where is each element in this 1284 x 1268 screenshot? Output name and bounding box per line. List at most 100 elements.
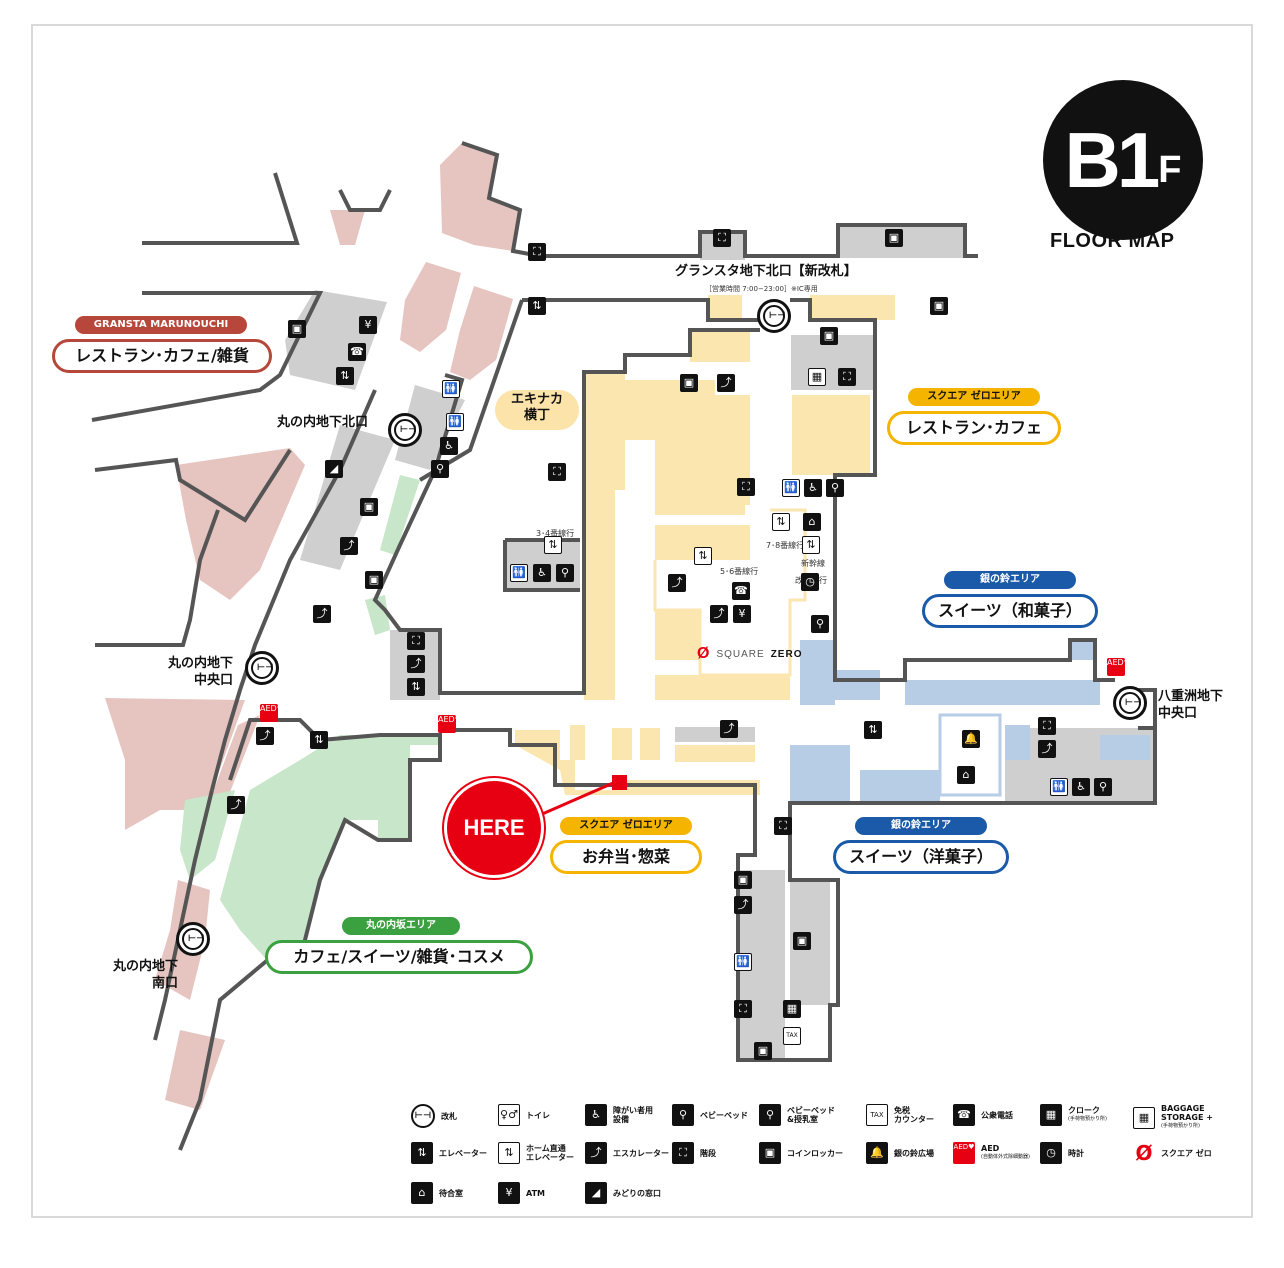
coin-locker-icon[interactable]: ▣ (734, 871, 752, 889)
stairs-icon[interactable]: ⛶ (1038, 717, 1056, 735)
square-zero-word1: SQUARE (716, 648, 765, 660)
waiting-room-icon[interactable]: ⌂ (803, 513, 821, 531)
ticket-gate-icon-marunouchi-south[interactable]: ⊢⊣ (176, 922, 210, 956)
stairs-icon[interactable]: ⛶ (774, 817, 792, 835)
coin-locker-icon[interactable]: ▣ (793, 932, 811, 950)
stairs-icon[interactable]: ⛶ (407, 632, 425, 650)
escalator-icon[interactable]: ⤴ (407, 655, 425, 673)
coin-locker-icon[interactable]: ▣ (820, 327, 838, 345)
stairs-icon[interactable]: ⛶ (734, 1000, 752, 1018)
baggage-storage-icon: ▦ (1133, 1106, 1155, 1129)
ticket-gate-icon: ⊢⊣ (411, 1104, 435, 1128)
coin-locker-icon[interactable]: ▣ (754, 1042, 772, 1060)
escalator-icon[interactable]: ⤴ (227, 796, 245, 814)
cloak-icon[interactable]: ▦ (808, 368, 826, 386)
escalator-icon[interactable]: ⤴ (340, 537, 358, 555)
baby-bed-icon[interactable]: ⚲ (826, 479, 844, 497)
toilet-icon[interactable]: 🚻 (782, 479, 800, 497)
accessible-facility-icon[interactable]: ♿ (804, 479, 822, 497)
floor-suffix: F (1158, 148, 1182, 191)
ticket-gate-icon-marunouchi-central[interactable]: ⊢⊣ (245, 651, 279, 685)
gate-label-gransta-north: グランスタ地下北口【新改札】 (675, 264, 857, 279)
coin-locker-icon[interactable]: ▣ (885, 229, 903, 247)
coin-locker-icon[interactable]: ▣ (365, 571, 383, 589)
platform-elevator-icon[interactable]: ⇅ (544, 536, 562, 554)
coin-locker-icon[interactable]: ▣ (680, 374, 698, 392)
accessible-facility-icon[interactable]: ♿ (440, 437, 458, 455)
toilet-icon[interactable]: 🚻 (1050, 778, 1068, 796)
elevator-icon[interactable]: ⇅ (310, 731, 328, 749)
baby-bed-icon[interactable]: ⚲ (431, 460, 449, 478)
coin-locker-icon[interactable]: ▣ (930, 297, 948, 315)
ticket-gate-icon-gransta-north[interactable]: ⊢⊣ (757, 299, 791, 333)
accessible-facility-icon[interactable]: ♿ (533, 564, 551, 582)
ticket-gate-icon-marunouchi-north[interactable]: ⊢⊣ (388, 413, 422, 447)
escalator-icon[interactable]: ⤴ (313, 605, 331, 623)
clock-icon[interactable]: ◷ (801, 573, 819, 591)
area-title-squarezero-restaurant[interactable]: レストラン･カフェ (887, 411, 1061, 445)
silver-bell-icon[interactable]: 🔔 (962, 730, 980, 748)
area-title-ginnosuzu-wagashi[interactable]: スイーツ（和菓子） (922, 594, 1098, 628)
gate-label-marunouchi-north: 丸の内地下北口 (277, 415, 369, 430)
legend-label: 改札 (441, 1111, 457, 1121)
silver-bell-icon: 🔔 (866, 1142, 888, 1164)
tax-free-counter-icon[interactable]: TAX (783, 1027, 801, 1045)
legend-item-elevator: ⇅エレベーター (411, 1142, 487, 1164)
floor-number: B1 (1064, 115, 1161, 204)
gate-label-line2: 中央口 (1158, 706, 1198, 721)
elevator-icon[interactable]: ⇅ (864, 721, 882, 739)
midori-window-icon[interactable]: ◢ (325, 460, 343, 478)
area-title-gransta-marunouchi[interactable]: レストラン･カフェ/雑貨 (52, 339, 272, 373)
elevator-icon[interactable]: ⇅ (528, 297, 546, 315)
accessible-facility-icon[interactable]: ♿ (1072, 778, 1090, 796)
public-phone-icon[interactable]: ☎ (348, 343, 366, 361)
escalator-icon[interactable]: ⤴ (717, 374, 735, 392)
nursing-room-icon[interactable]: ⚲ (811, 615, 829, 633)
stairs-icon[interactable]: ⛶ (737, 478, 755, 496)
escalator-icon[interactable]: ⤴ (720, 720, 738, 738)
stairs-icon[interactable]: ⛶ (548, 463, 566, 481)
platform-elevator-icon[interactable]: ⇅ (772, 513, 790, 531)
cloak-icon[interactable]: ▦ (783, 1000, 801, 1018)
legend-item-escalator: ⤴エスカレーター (585, 1142, 669, 1164)
elevator-icon[interactable]: ⇅ (407, 678, 425, 696)
aed-icon[interactable]: AED♥ (260, 704, 278, 722)
stairs-icon[interactable]: ⛶ (838, 368, 856, 386)
stairs-icon[interactable]: ⛶ (713, 229, 731, 247)
area-title-ginnosuzu-yogashi[interactable]: スイーツ（洋菓子） (833, 840, 1009, 874)
toilet-icon[interactable]: 🚻 (734, 953, 752, 971)
legend-label: トイレ (526, 1110, 550, 1120)
nursing-room-icon[interactable]: ⚲ (1094, 778, 1112, 796)
atm-icon[interactable]: ¥ (733, 605, 751, 623)
coin-locker-icon[interactable]: ▣ (360, 498, 378, 516)
toilet-icon[interactable]: 🚻 (510, 564, 528, 582)
waiting-room-icon[interactable]: ⌂ (957, 766, 975, 784)
ticket-gate-icon-yaesu-central[interactable]: ⊢⊣ (1113, 686, 1147, 720)
elevator-icon[interactable]: ⇅ (336, 367, 354, 385)
platform-elevator-icon: ⇅ (498, 1142, 520, 1164)
baby-bed-icon[interactable]: ⚲ (556, 564, 574, 582)
area-title-marunouchizaka[interactable]: カフェ/スイーツ/雑貨･コスメ (265, 940, 533, 974)
nursing-room-icon: ⚲ (759, 1104, 781, 1126)
area-tag-marunouchizaka: 丸の内坂エリア (342, 917, 460, 935)
escalator-icon[interactable]: ⤴ (710, 605, 728, 623)
area-title-squarezero-bento[interactable]: お弁当･惣菜 (550, 840, 702, 874)
atm-icon[interactable]: ¥ (359, 316, 377, 334)
toilet-icon[interactable]: 🚻 (442, 380, 460, 398)
stairs-icon[interactable]: ⛶ (528, 243, 546, 261)
platform-elevator-icon[interactable]: ⇅ (694, 547, 712, 565)
legend-label: ATM (526, 1188, 545, 1198)
toilet-icon[interactable]: 🚻 (446, 413, 464, 431)
escalator-icon[interactable]: ⤴ (668, 574, 686, 592)
here-pointer-line (539, 778, 621, 817)
escalator-icon[interactable]: ⤴ (1038, 740, 1056, 758)
platform-elevator-icon[interactable]: ⇅ (802, 536, 820, 554)
public-phone-icon[interactable]: ☎ (732, 582, 750, 600)
escalator-icon[interactable]: ⤴ (734, 896, 752, 914)
aed-icon[interactable]: AED♥ (1107, 658, 1125, 676)
escalator-icon[interactable]: ⤴ (256, 727, 274, 745)
aed-icon[interactable]: AED♥ (438, 715, 456, 733)
area-label-ekinaka-yokocho[interactable]: エキナカ 横丁 (495, 390, 579, 430)
coin-locker-icon[interactable]: ▣ (288, 320, 306, 338)
